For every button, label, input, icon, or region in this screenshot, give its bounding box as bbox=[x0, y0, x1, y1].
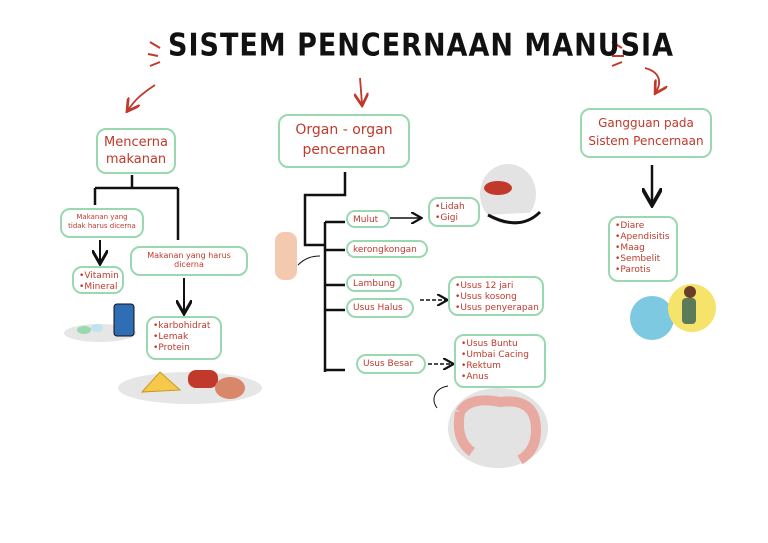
mulut-list: Lidah Gigi bbox=[428, 197, 480, 227]
organ-usus-halus: Usus Halus bbox=[346, 298, 414, 318]
list-item: Apendisitis bbox=[615, 232, 671, 243]
list-item: Mineral bbox=[79, 282, 117, 293]
list-item: Rektum bbox=[461, 361, 539, 372]
branch-harus-dicerna: Makanan yang harus dicerna bbox=[130, 246, 248, 276]
list-item: Umbai Cacing bbox=[461, 350, 539, 361]
usus-besar-list: Usus Buntu Umbai Cacing Rektum Anus bbox=[454, 334, 546, 388]
page-title: SISTEM PENCERNAAN MANUSIA bbox=[168, 27, 675, 64]
list-item: Usus 12 jari bbox=[455, 281, 537, 292]
list-item: Anus bbox=[461, 372, 539, 383]
water-pills-illustration bbox=[64, 303, 136, 342]
organ-kerongkongan: kerongkongan bbox=[346, 240, 428, 258]
food-illustration bbox=[118, 370, 262, 404]
title-arrow-middle bbox=[360, 77, 362, 104]
title-arrow-right bbox=[644, 67, 659, 92]
list-item: Usus Buntu bbox=[461, 339, 539, 350]
list-item: Usus kosong bbox=[455, 292, 537, 303]
list-item: Parotis bbox=[615, 265, 671, 276]
left-tree-lines bbox=[93, 175, 180, 240]
heading-gangguan: Gangguan pada Sistem Pencernaan bbox=[580, 108, 712, 158]
gangguan-list: Diare Apendisitis Maag Sembelit Parotis bbox=[608, 216, 678, 282]
organ-usus-besar: Usus Besar bbox=[356, 354, 426, 374]
list-item: Usus penyerapan bbox=[455, 303, 539, 314]
middle-tree-lines bbox=[303, 172, 347, 372]
heading-organ: Organ - organ pencernaan bbox=[278, 114, 410, 168]
list-item: Lidah bbox=[435, 202, 473, 213]
vitamin-mineral-list: Vitamin Mineral bbox=[72, 266, 124, 294]
list-item: Vitamin bbox=[79, 271, 118, 282]
list-item: Gigi bbox=[435, 213, 473, 224]
list-item: Lemak bbox=[153, 332, 215, 343]
nutrient-list: karbohidrat Lemak Protein bbox=[146, 316, 222, 360]
list-item: Maag bbox=[615, 243, 671, 254]
organ-mulut: Mulut bbox=[346, 210, 390, 228]
title-arrow-left bbox=[128, 84, 156, 110]
person-illustration bbox=[630, 284, 716, 340]
intestine-illustration bbox=[448, 388, 548, 468]
usus-halus-list: Usus 12 jari Usus kosong Usus penyerapan bbox=[448, 276, 544, 316]
organ-lambung: Lambung bbox=[346, 274, 402, 292]
branch-tidak-dicerna: Makanan yang tidak harus dicerna bbox=[60, 208, 144, 238]
list-item: Protein bbox=[153, 343, 215, 354]
list-item: karbohidrat bbox=[153, 321, 215, 332]
mouth-illustration bbox=[480, 164, 542, 225]
title-sparkles bbox=[147, 41, 624, 67]
list-item: Diare bbox=[615, 221, 671, 232]
heading-mencerna: Mencerna makanan bbox=[96, 128, 176, 174]
list-item: Sembelit bbox=[615, 254, 671, 265]
head-illustration bbox=[275, 232, 297, 280]
